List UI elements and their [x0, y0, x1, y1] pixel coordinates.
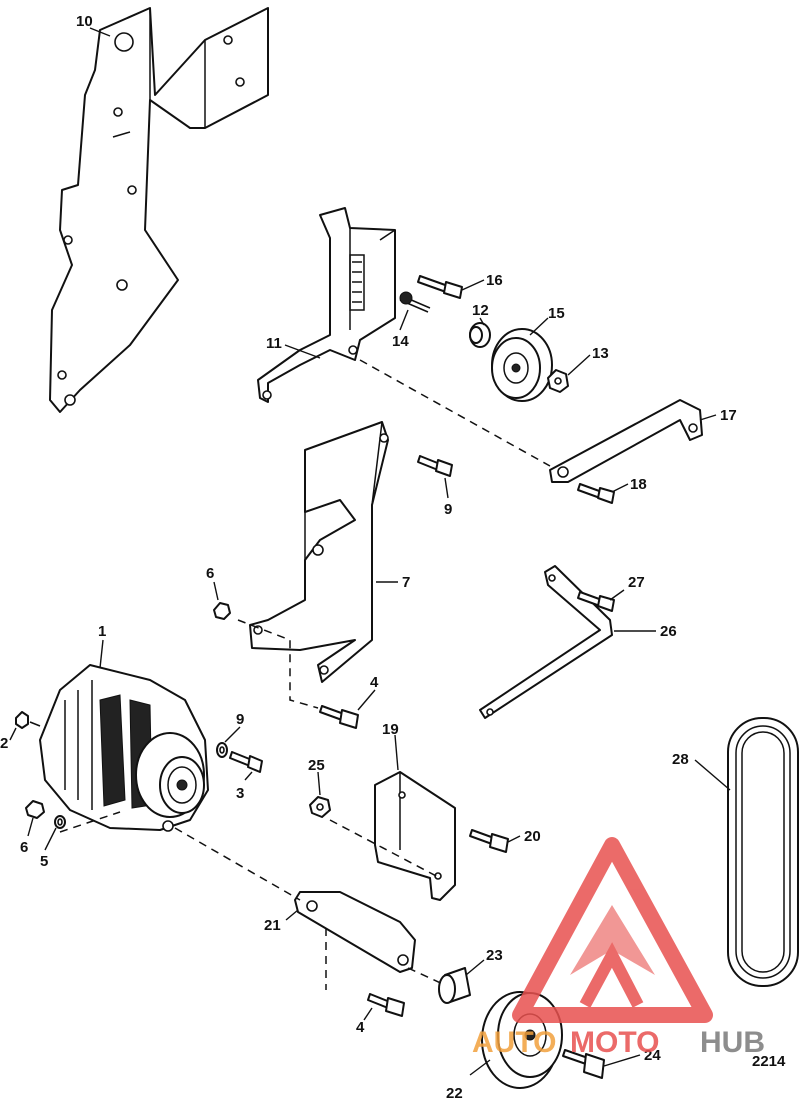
assembly-lines — [59, 359, 551, 990]
part-9-washer — [216, 742, 228, 758]
watermark-text-moto: MOTO — [570, 1026, 659, 1059]
automotohub-watermark: AUTO MOTO HUB — [472, 837, 765, 1059]
part-12-spacer — [469, 322, 491, 348]
part-13-nut — [547, 369, 569, 393]
part-24-bolt — [562, 1049, 605, 1079]
part-23-spacer — [438, 967, 471, 1004]
part-10-mounting-plate — [49, 7, 269, 413]
part-4-bolt-upper — [319, 705, 359, 729]
callout-4-upper: 4 — [370, 674, 379, 691]
callout-2: 2 — [0, 735, 8, 752]
callout-23: 23 — [486, 947, 503, 964]
callout-26: 26 — [660, 623, 677, 640]
leader-lines — [9, 27, 731, 1076]
callout-24: 24 — [644, 1047, 661, 1064]
part-4-bolt-lower — [367, 993, 405, 1017]
watermark-text-auto: AUTO — [472, 1026, 556, 1059]
callout-10: 10 — [76, 13, 93, 30]
watermark-text-hub: HUB — [700, 1026, 765, 1059]
callout-16: 16 — [486, 272, 503, 289]
part-26-support-bracket — [479, 565, 613, 719]
callout-22: 22 — [446, 1085, 463, 1102]
callouts: 10 11 12 15 13 14 16 17 18 9 7 6 4 1 2 9… — [0, 13, 737, 1102]
callout-27: 27 — [628, 574, 645, 591]
part-19-bracket — [374, 771, 456, 901]
part-1-alternator — [39, 664, 209, 832]
callout-6-lower: 6 — [20, 839, 28, 856]
callout-17: 17 — [720, 407, 737, 424]
callout-13: 13 — [592, 345, 609, 362]
part-3-bolt — [229, 751, 263, 773]
callout-9: 9 — [236, 711, 244, 728]
callout-20: 20 — [524, 828, 541, 845]
figure-number: 2214 — [752, 1053, 786, 1070]
callout-18: 18 — [630, 476, 647, 493]
callout-11: 11 — [266, 335, 282, 352]
part-28-serpentine-belt — [727, 717, 799, 987]
part-17-tensioner-arm — [549, 399, 703, 483]
part-5-washer — [54, 815, 66, 829]
callout-28: 28 — [672, 751, 689, 768]
part-2-screw — [15, 711, 41, 729]
callout-21: 21 — [264, 917, 281, 934]
part-20-bolt — [469, 829, 509, 853]
callout-15: 15 — [548, 305, 565, 322]
part-8-bolt — [417, 455, 453, 477]
part-21-plate — [294, 891, 416, 973]
callout-14: 14 — [392, 333, 409, 350]
part-16-bolt — [417, 275, 463, 299]
callout-19: 19 — [382, 721, 399, 738]
callout-4-lower: 4 — [356, 1019, 365, 1036]
callout-25: 25 — [308, 757, 325, 774]
part-7-alternator-bracket — [249, 421, 389, 683]
callout-7: 7 — [402, 574, 410, 591]
part-6-nut-upper — [213, 602, 231, 620]
part-11-tensioner-bracket — [257, 207, 396, 403]
callout-12: 12 — [472, 302, 489, 319]
part-15-idler-pulley — [491, 328, 553, 402]
callout-8: 9 — [444, 501, 452, 518]
watermark-logo-icon — [512, 837, 713, 1023]
callout-6-upper: 6 — [206, 565, 214, 582]
callout-1: 1 — [98, 623, 106, 640]
part-25-nut — [309, 796, 331, 818]
callout-3: 3 — [236, 785, 244, 802]
callout-5: 5 — [40, 853, 48, 870]
part-6-nut-lower — [25, 800, 45, 819]
part-18-bolt — [577, 483, 615, 504]
part-14-stud — [399, 291, 431, 313]
